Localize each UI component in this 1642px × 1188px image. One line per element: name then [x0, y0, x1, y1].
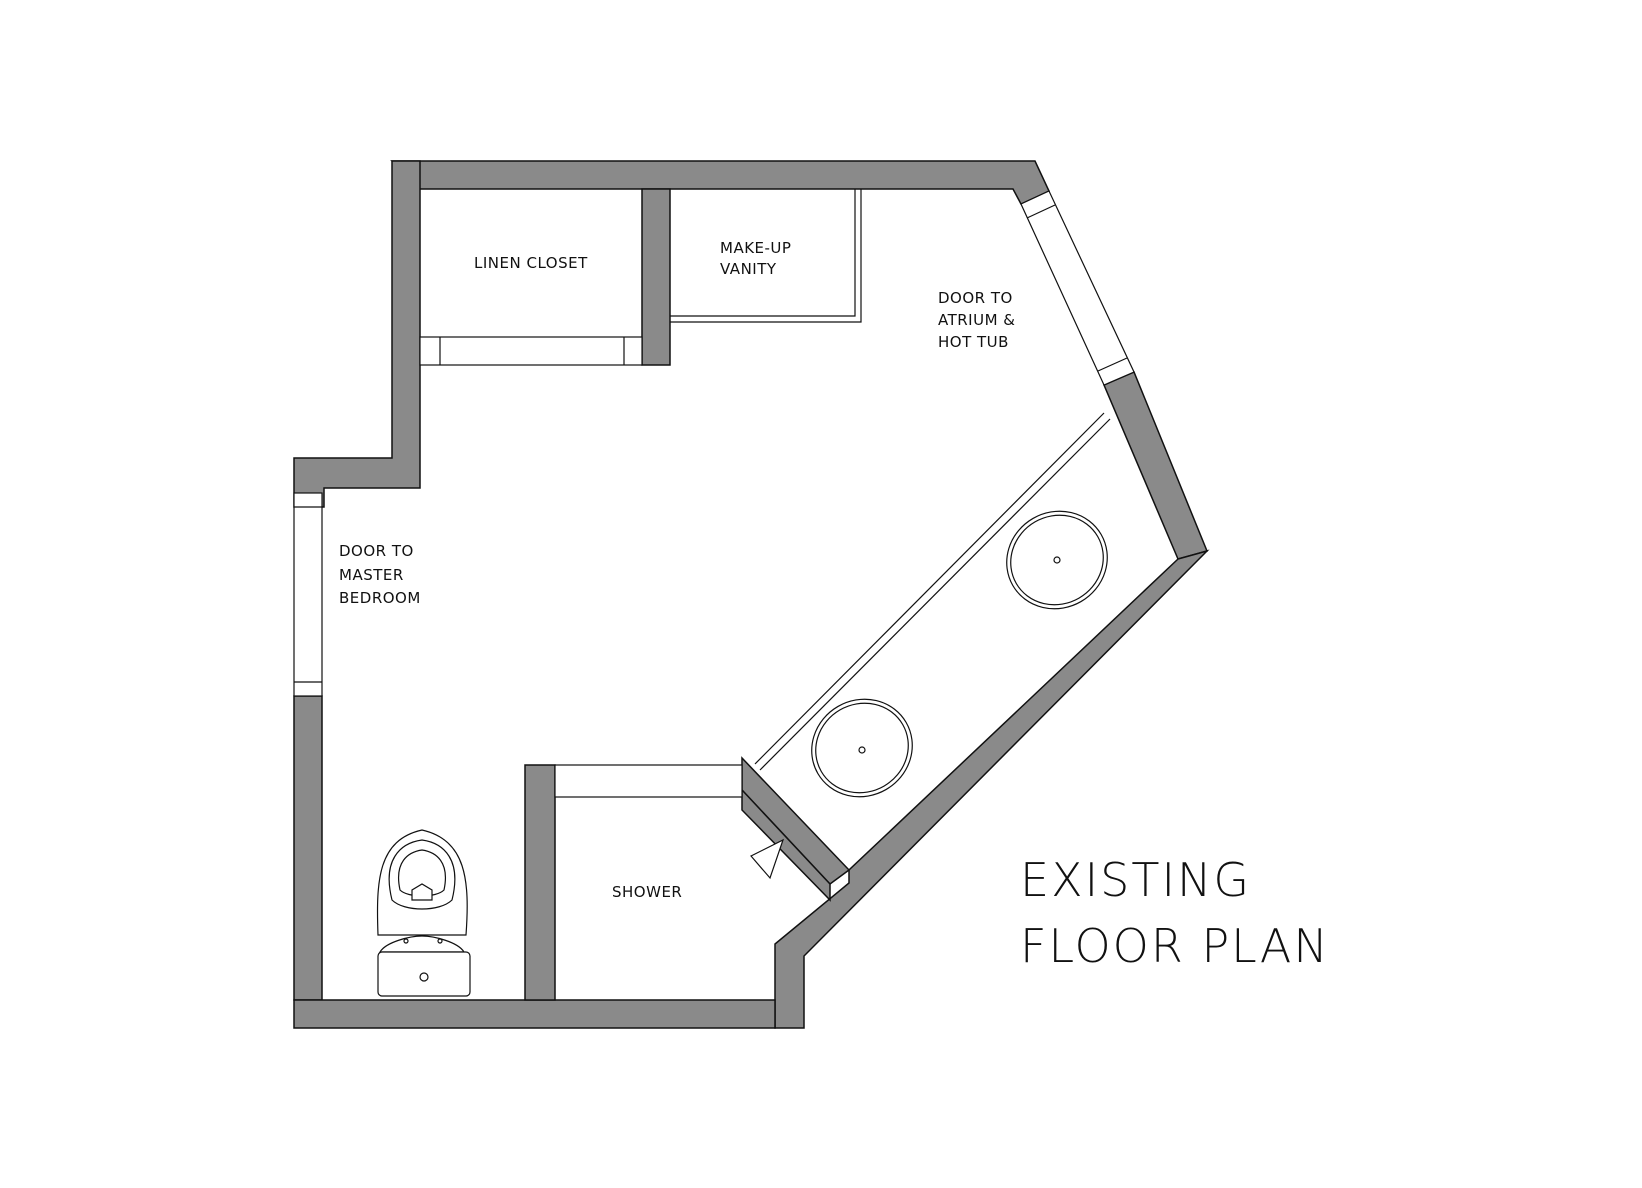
label-door-atrium-line3: HOT TUB: [938, 333, 1009, 351]
drawing-title-line2: FLOOR PLAN: [1020, 919, 1330, 973]
door-bedroom-frame[interactable]: [293, 492, 323, 697]
sink-upper: [1006, 510, 1108, 610]
sink-counter: [754, 412, 1111, 771]
wall-bottom: [293, 999, 776, 1029]
label-linen-closet: LINEN CLOSET: [474, 254, 588, 272]
toilet-icon: [376, 829, 471, 997]
label-door-atrium-line2: ATRIUM &: [938, 311, 1016, 329]
shower-opening[interactable]: [554, 764, 743, 798]
label-makeup-vanity-line2: VANITY: [720, 260, 777, 278]
label-door-bedroom-line3: BEDROOM: [339, 589, 421, 607]
wall-shower-partition: [524, 764, 556, 1001]
label-door-atrium-line1: DOOR TO: [938, 289, 1013, 307]
wall-right-diagonal-upper: [1103, 371, 1209, 560]
wall-left-upper: [293, 160, 421, 508]
door-linen-closet[interactable]: [419, 336, 643, 366]
walls: [293, 160, 1210, 1029]
label-door-bedroom-line2: MASTER: [339, 566, 404, 584]
label-door-bedroom-line1: DOOR TO: [339, 542, 414, 560]
wall-closet-partition: [641, 188, 671, 366]
drawing-title-line1: EXISTING: [1020, 853, 1251, 907]
label-makeup-vanity-line1: MAKE-UP: [720, 239, 791, 257]
sink-lower: [811, 698, 913, 798]
openings: [293, 190, 1135, 798]
makeup-vanity: [670, 189, 862, 323]
shower-head-icon: [750, 838, 785, 880]
wall-top: [390, 160, 1050, 205]
label-shower: SHOWER: [612, 883, 682, 901]
wall-shower-angled-inner: [741, 788, 831, 902]
wall-left-lower: [293, 695, 323, 1001]
door-atrium[interactable]: [1020, 190, 1135, 386]
